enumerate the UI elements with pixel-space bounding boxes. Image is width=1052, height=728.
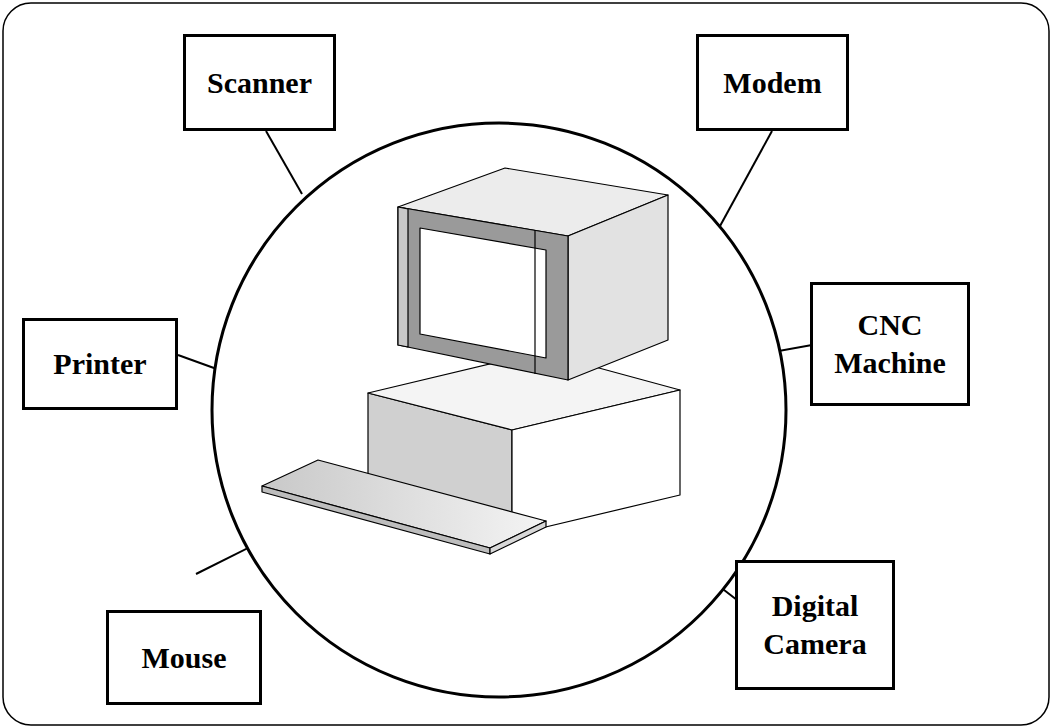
monitor [398, 168, 668, 380]
device-label: Modem [723, 64, 821, 102]
device-box: Scanner [183, 34, 336, 131]
device-label: Mouse [142, 639, 227, 677]
device-box: Digital Camera [735, 560, 895, 690]
device-box: Mouse [106, 610, 262, 705]
device-label: Printer [53, 345, 146, 383]
keyboard [262, 460, 546, 554]
device-label: CNC Machine [820, 306, 960, 382]
hub-circle [212, 123, 786, 697]
device-box: CNC Machine [810, 282, 970, 406]
device-label: Scanner [207, 64, 312, 102]
frame-border [3, 3, 1049, 725]
device-box: Modem [696, 34, 849, 131]
device-label: Digital Camera [745, 587, 885, 663]
device-box: Printer [22, 318, 178, 410]
